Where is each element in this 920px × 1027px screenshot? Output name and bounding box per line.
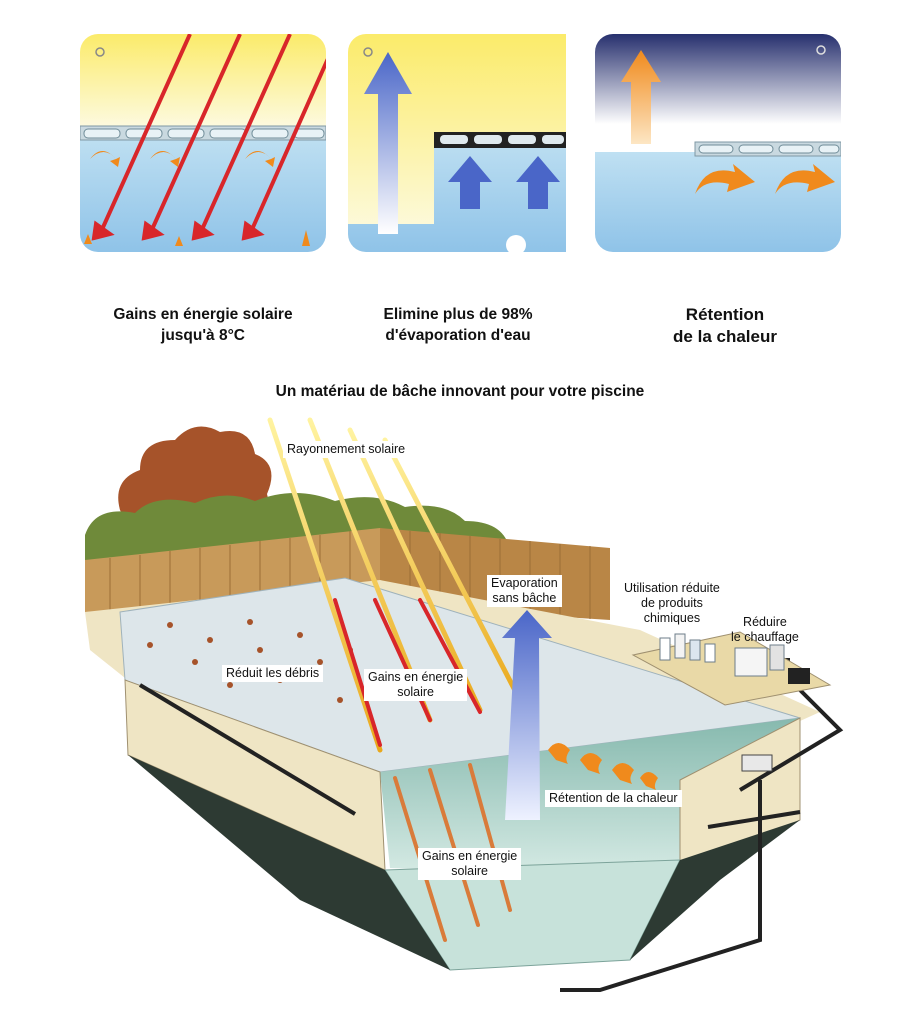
screw-icon — [95, 47, 105, 57]
heat-retention-caption: Rétention de la chaleur — [673, 305, 777, 346]
reduces-debris-label: Réduit les débris — [222, 665, 324, 682]
evaporation-arrow — [502, 610, 552, 820]
pool-floor-shadow — [128, 755, 450, 970]
evaporation-panel — [348, 34, 594, 252]
blocked-evaporation-arrows — [448, 156, 560, 209]
reduced-chemicals-label: Utilisation réduite de produits chimique… — [624, 581, 720, 625]
solar-gain-caption: Gains en énergie solaire jusqu'à 8°C — [113, 306, 293, 344]
sun-ray-arrows — [91, 34, 326, 241]
heat-swirl-icons — [84, 151, 310, 246]
heat-retention-arrows — [695, 164, 835, 194]
screw-icon — [363, 47, 373, 57]
bubble-cover — [80, 125, 326, 141]
solar-gain-panel — [80, 34, 326, 252]
evaporation-label: Evaporation sans bâche — [487, 575, 562, 607]
skimmer-icon — [741, 754, 773, 772]
evaporation-caption: Elimine plus de 98% d'évaporation d'eau — [383, 306, 533, 344]
evaporation-arrow-icon — [364, 52, 412, 234]
pool-cover-diagram — [85, 417, 844, 992]
solar-gain-bottom-label: Gains en énergie solaire — [418, 848, 522, 880]
heat-retention-panel — [595, 34, 841, 252]
solar-gain-illustration — [80, 34, 326, 252]
heat-retention-illustration — [595, 34, 841, 252]
heat-retention-label: Rétention de la chaleur — [545, 790, 682, 807]
evaporation-illustration — [348, 34, 566, 252]
solar-gain-top-label: Gains en énergie solaire — [364, 669, 468, 701]
sun-rays — [267, 417, 523, 942]
heat-loss-arrow-icon — [621, 50, 661, 144]
chemical-bottles-icon — [659, 633, 716, 663]
heat-retention-swirls — [548, 743, 658, 790]
reduce-heating-label: Réduire le chauffage — [731, 615, 799, 644]
pump-heater-icon — [734, 644, 810, 684]
screw-icon — [816, 45, 826, 55]
diagram-title: Un matériau de bâche innovant pour votre… — [275, 383, 645, 400]
solar-radiation-label: Rayonnement solaire — [283, 441, 410, 458]
